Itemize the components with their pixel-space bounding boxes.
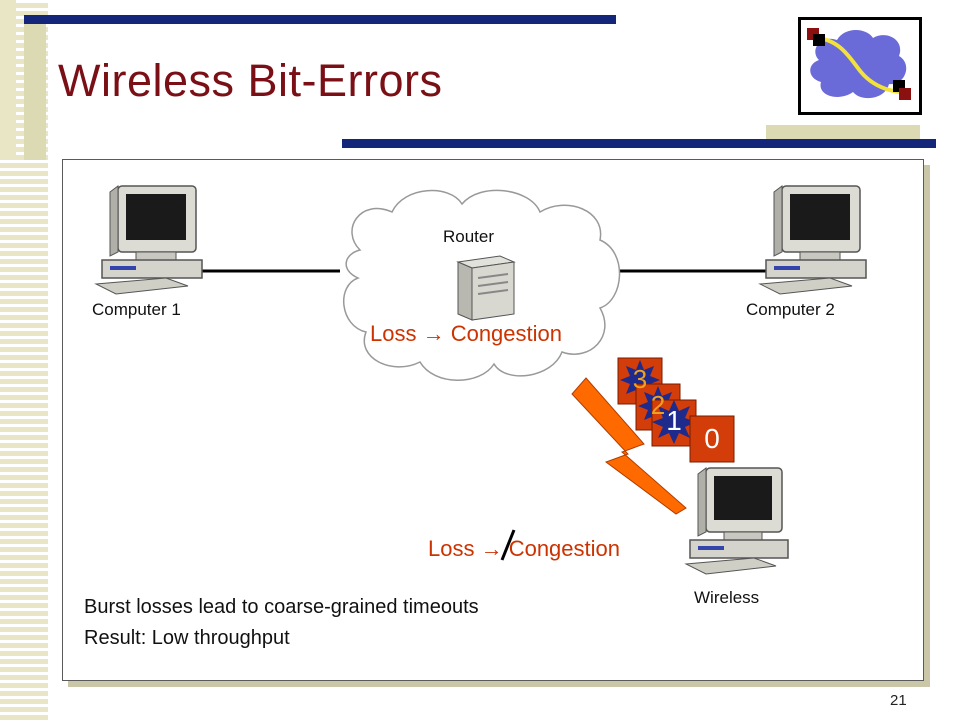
decorative-block-right [766, 125, 920, 139]
computer1-icon [94, 185, 203, 295]
router-loss-rule: Loss → Congestion [370, 321, 562, 346]
wireless-label: Wireless [694, 588, 760, 607]
slide-number: 21 [890, 692, 907, 709]
computer2-label: Computer 2 [746, 300, 835, 319]
lightning-icon [571, 377, 687, 515]
router-label: Router [443, 227, 495, 246]
wireless-loss-rule: Loss → Congestion [428, 536, 620, 561]
router-server-icon [456, 255, 516, 321]
decorative-block [24, 24, 46, 160]
not-equal-slash [500, 529, 516, 561]
network-cloud-icon [807, 28, 911, 100]
note-burst-losses: Burst losses lead to coarse-grained time… [84, 596, 479, 618]
top-accent-bar [24, 15, 616, 24]
packet-number-2: 2 [650, 389, 666, 420]
packet-0 [689, 415, 735, 463]
packet-number-0: 0 [704, 423, 720, 454]
packet-number-1: 1 [666, 405, 682, 436]
loss-burst-icon [652, 400, 696, 444]
packet-number-3: 3 [632, 363, 648, 394]
computer2-icon [758, 185, 867, 295]
slide-title: Wireless Bit-Errors [58, 55, 443, 106]
computer1-label: Computer 1 [92, 300, 181, 319]
network-logo [798, 17, 922, 115]
packet-burst-group [617, 357, 735, 463]
wireless-computer-icon [684, 467, 789, 575]
note-result: Result: Low throughput [84, 627, 290, 649]
right-accent-bar [342, 139, 936, 148]
